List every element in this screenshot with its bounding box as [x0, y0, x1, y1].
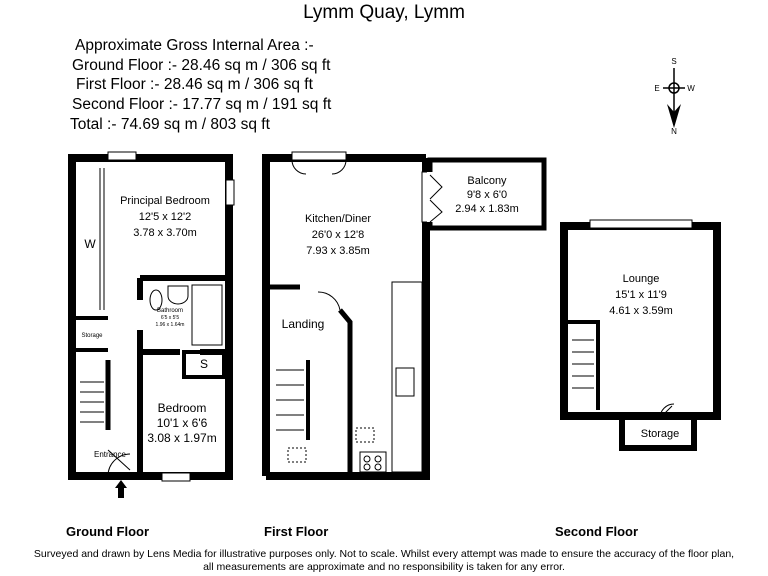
- ground-storage-label: Storage: [81, 333, 103, 339]
- wardrobe-label: W: [84, 237, 96, 251]
- ground-floor-plan: [68, 151, 235, 482]
- bedroom-name: Bedroom: [158, 401, 207, 415]
- disclaimer-line-2: all measurements are approximate and no …: [203, 561, 565, 573]
- area-second-floor: Second Floor :- 17.77 sq m / 191 sq ft: [72, 96, 332, 113]
- compass-n: N: [671, 127, 677, 136]
- kitchen-metric: 7.93 x 3.85m: [306, 245, 370, 257]
- compass-icon: S E W N: [654, 57, 695, 136]
- cupboard-label: S: [200, 357, 208, 371]
- area-first-floor: First Floor :- 28.46 sq m / 306 sq ft: [76, 76, 313, 93]
- area-heading: Approximate Gross Internal Area :-: [75, 37, 314, 54]
- kitchen-imperial: 26'0 x 12'8: [312, 229, 365, 241]
- entrance-label: Entrance: [94, 450, 127, 459]
- lounge-name: Lounge: [623, 273, 660, 285]
- compass-w: W: [687, 84, 695, 93]
- area-total: Total :- 74.69 sq m / 803 sq ft: [70, 116, 270, 133]
- bedroom-imperial: 10'1 x 6'6: [157, 416, 208, 430]
- bedroom-metric: 3.08 x 1.97m: [147, 431, 216, 445]
- balcony-metric: 2.94 x 1.83m: [455, 203, 519, 215]
- lounge-imperial: 15'1 x 11'9: [615, 289, 667, 301]
- second-floor-label: Second Floor: [555, 524, 639, 539]
- lounge-metric: 4.61 x 3.59m: [609, 305, 673, 317]
- bathroom-name: Bathroom: [157, 308, 183, 314]
- first-floor-label: First Floor: [264, 524, 329, 539]
- disclaimer-line-1: Surveyed and drawn by Lens Media for ill…: [33, 548, 735, 560]
- area-ground-floor: Ground Floor :- 28.46 sq m / 306 sq ft: [72, 57, 331, 74]
- property-title: Lymm Quay, Lymm: [303, 2, 465, 23]
- disclaimer: Surveyed and drawn by Lens Media for ill…: [0, 548, 768, 574]
- ground-floor-label: Ground Floor: [66, 524, 150, 539]
- kitchen-name: Kitchen/Diner: [305, 213, 371, 225]
- balcony-name: Balcony: [467, 175, 507, 187]
- balcony-imperial: 9'8 x 6'0: [467, 189, 507, 201]
- principal-bedroom-metric: 3.78 x 3.70m: [133, 227, 197, 239]
- bathroom-imperial: 6'5 x 5'5: [161, 315, 180, 321]
- first-floor-plan: [262, 151, 547, 480]
- compass-s: S: [671, 57, 676, 66]
- second-storage-label: Storage: [641, 428, 680, 440]
- entrance-arrow-icon: [115, 480, 127, 498]
- principal-bedroom-name: Principal Bedroom: [120, 195, 210, 207]
- compass-e: E: [654, 84, 659, 93]
- bathroom-metric: 1.96 x 1.64m: [156, 322, 185, 328]
- principal-bedroom-imperial: 12'5 x 12'2: [139, 211, 192, 223]
- second-floor-plan: [560, 219, 721, 451]
- landing-label: Landing: [282, 317, 325, 331]
